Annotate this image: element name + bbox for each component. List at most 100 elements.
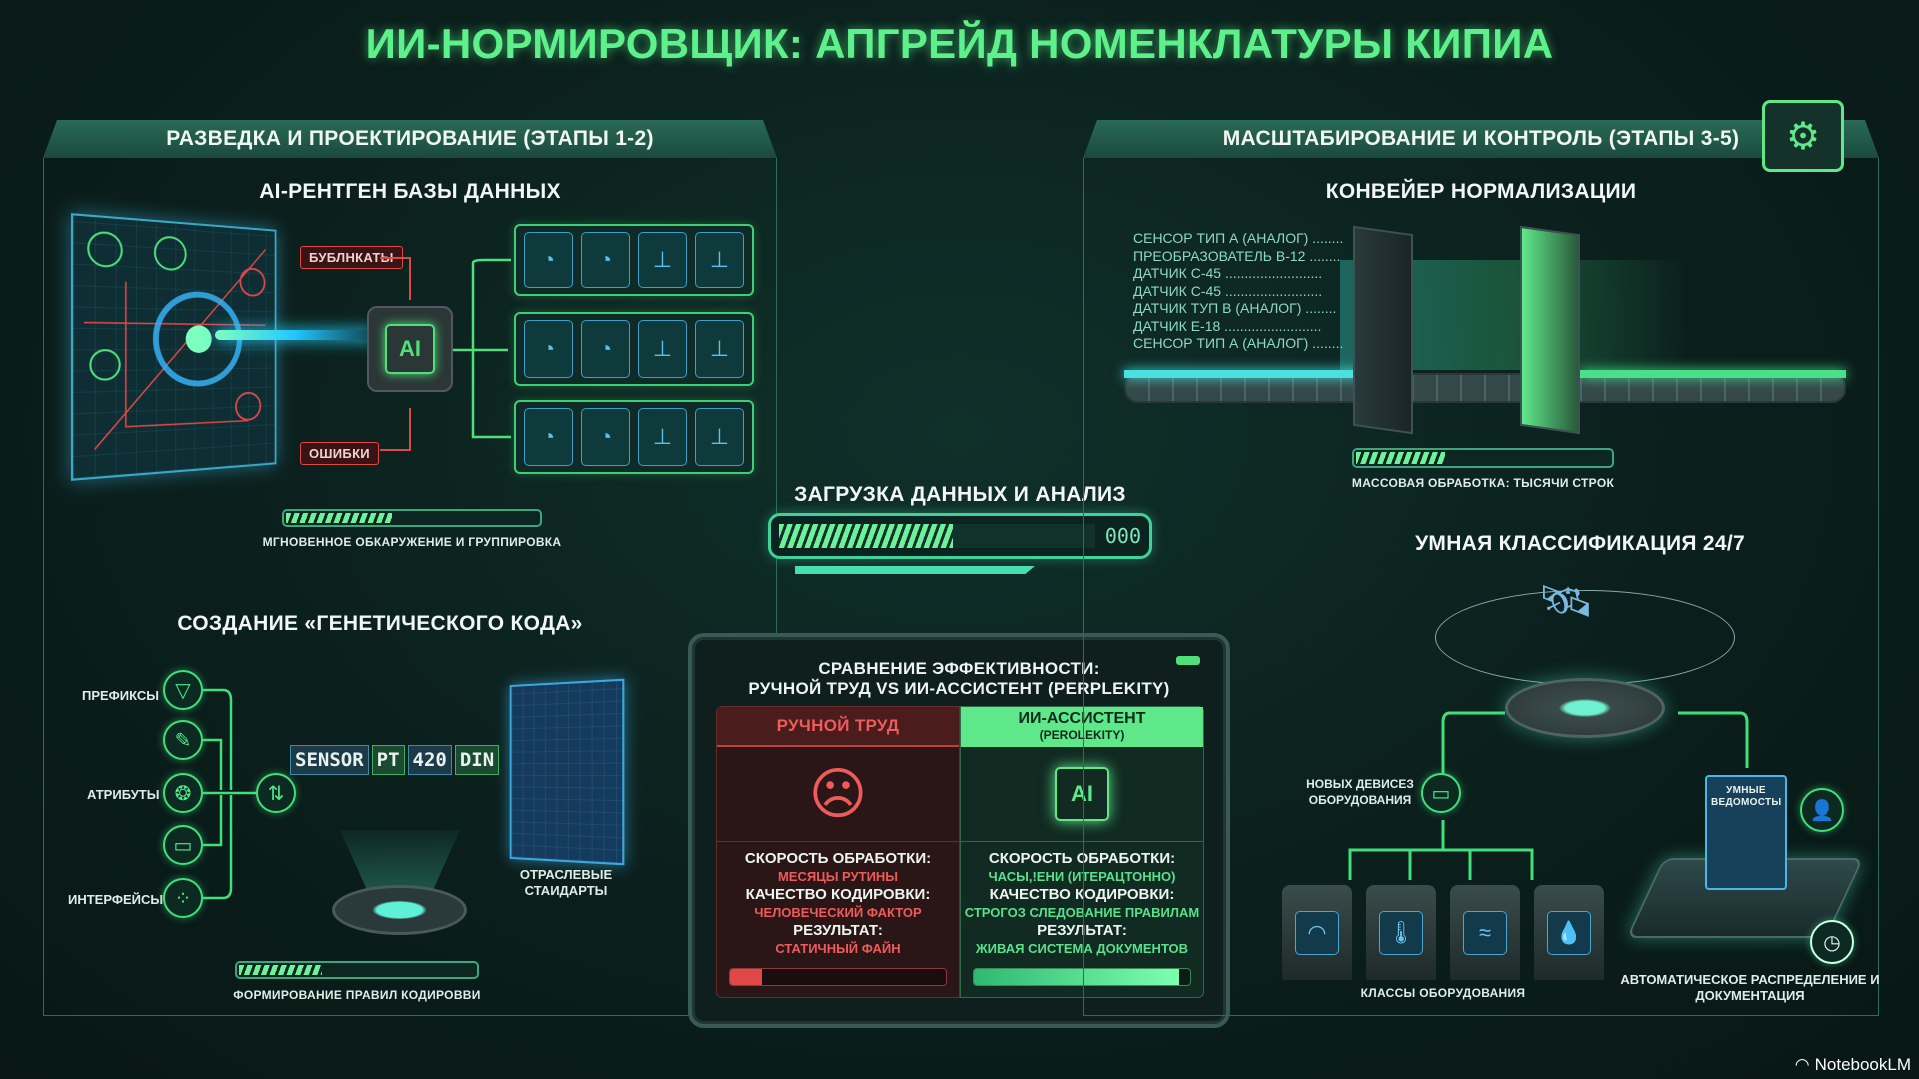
thermometer-icon: 🌡 [1379,911,1423,955]
gauge-icon: ◔ [581,408,630,466]
equipment-class-bin: ◠ [1282,885,1352,980]
code-string: SENSOR PT 420 DIN [290,745,499,775]
valve-icon: ⊥ [638,232,687,288]
code-part-type: PT [372,745,405,775]
code-part-sensor: SENSOR [290,745,369,775]
manual-progress-bar [729,968,947,986]
progress-fill [779,524,953,548]
new-devices-label: НОВЫХ ДЕВИСЕЗ ОБОРУДОВАНИЯ [1295,776,1425,808]
classification-title: УМНАЯ КЛАССИФИКАЦИЯ 24/7 [1380,532,1780,556]
ai-chip: AI [367,306,453,392]
conveyor-title: КОНВЕЙЕР НОРМАЛИЗАЦИИ [1083,180,1879,204]
manual-speed-label: СКОРОСТЬ ОБРАБОТКИ: [717,850,959,868]
speedometer-icon: ◠ [1295,911,1339,955]
filter-icon: ▽ [163,670,203,710]
left-section-header: РАЗВЕДКА И ПРОЕКТИРОВАНИЕ (ЭТАПЫ 1-2) [43,120,777,158]
scan-beam [215,330,375,340]
clock-icon: ◷ [1810,920,1854,964]
mass-processing-progress-bar [1352,448,1614,468]
raw-item: ДАТЧИК Е-18 ......................... [1133,318,1343,336]
attributes-label: АТРИБУТЫ [87,787,159,802]
gauge-icon: ◔ [524,232,573,288]
scanner-gate-2 [1520,226,1580,434]
raw-item: ДАТЧИК С-45 ......................... [1133,283,1343,301]
errors-tag: ОШИБКИ [300,442,379,465]
progress-fill [286,513,392,523]
genetic-code-title: СОЗДАНИЕ «ГЕНЕТИЧЕСКОГО КОДА» [60,612,700,636]
gauge-icon: ◔ [524,408,573,466]
data-load-accent [795,566,1035,574]
equipment-classes: ◠ 🌡 ≈ 💧 [1282,885,1604,980]
conveyor-output-glow [1580,370,1846,378]
brain-icon: ❂ [163,773,203,813]
gauge-icon: ◔ [581,232,630,288]
gauge-icon: ◔ [524,320,573,378]
manual-header: РУЧНОЙ ТРУД [717,707,959,747]
code-part-range: 420 [408,745,452,775]
xray-scan-panel [71,213,276,481]
grouped-devices: ◔◔⊥⊥ ◔◔⊥⊥ ◔◔⊥⊥ [514,224,754,474]
equipment-class-bin: 🌡 [1366,885,1436,980]
wave-icon: ≈ [1463,911,1507,955]
progress-fill [239,965,322,975]
right-section-header: МАСШТАБИРОВАНИЕ И КОНТРОЛЬ (ЭТАПЫ 3-5) [1083,120,1879,158]
manual-quality-value: ЧЕЛОВЕЧЕСКИЙ ФАКТОР [717,904,959,922]
manual-speed-value: МЕСЯЦЫ РУТИНЫ [717,868,959,886]
coding-rules-progress-bar [235,961,479,979]
standards-blueprint [510,679,625,866]
equipment-class-bin: ≈ [1450,885,1520,980]
stressed-worker-icon: ☹ [717,747,959,842]
drop-icon: 💧 [1547,911,1591,955]
equipment-classes-label: КЛАССЫ ОБОРУДОВАНИЯ [1282,986,1604,1000]
valve-icon: ⊥ [695,320,744,378]
xray-title: AI-РЕНТГЕН БАЗЫ ДАННЫХ [43,180,777,204]
distribution-label: АВТОМАТИЧЕСКОЕ РАСПРЕДЕЛЕНИЕ И ДОКУМЕНТА… [1620,972,1880,1004]
raw-item: СЕНСОР ТИП А (АНАЛОГ) ........ [1133,335,1343,353]
notebooklm-watermark: ◠NotebookLM [1795,1055,1911,1075]
monitor-icon: ▭ [1421,773,1461,813]
progress-fill [730,969,762,985]
notebooklm-logo-icon: ◠ [1795,1055,1810,1075]
raw-item: ПРЕОБРАЗОВАТЕЛЬ В-12 ........ [1133,248,1343,266]
raw-item: ДАТЧИК ТУП В (АНАЛОГ) ........ [1133,300,1343,318]
manual-result-value: СТАТИЧНЫЙ ФАЙН [717,940,959,958]
ai-chip-label: AI [385,324,435,374]
device-group-row: ◔◔⊥⊥ [514,400,754,474]
valve-icon: ⊥ [695,408,744,466]
manual-quality-label: КАЧЕСТВО КОДИРОВКИ: [717,886,959,904]
detection-progress-bar [282,509,542,527]
user-icon: 👤 [1800,788,1844,832]
gauge-icon: ◔ [581,320,630,378]
network-icon: ⁘ [163,878,203,918]
mass-processing-label: МАССОВАЯ ОБРАБОТКА: ТЫСЯЧИ СТРОК [1283,476,1683,490]
equipment-class-bin: 💧 [1534,885,1604,980]
hologram-projector [332,885,467,935]
pid-schematic-icon [73,215,275,478]
interfaces-label: ИНТЕРФЕЙСЫ [68,892,163,907]
standards-label: ОТРАСЛЕВЫЕ СТАИДАРТЫ [506,867,626,899]
manual-column: РУЧНОЙ ТРУД ☹ СКОРОСТЬ ОБРАБОТКИ: МЕСЯЦЫ… [716,706,960,998]
valve-icon: ⊥ [638,408,687,466]
detection-progress-label: МГНОВЕННОЕ ОБКАРУЖЕНИЕ И ГРУППИРОВКА [182,535,642,549]
smart-document: УМНЫЕ ВЕДОМОСТЫ [1705,775,1787,890]
raw-item: ДАТЧИК С-45 ......................... [1133,265,1343,283]
smart-document-label: УМНЫЕ ВЕДОМОСТЫ [1711,785,1781,809]
progress-fill [1356,452,1445,464]
coding-rules-progress-label: ФОРМИРОВАНИЕ ПРАВИЛ КОДИРОВВИ [155,988,559,1002]
device-group-row: ◔◔⊥⊥ [514,224,754,296]
device-group-row: ◔◔⊥⊥ [514,312,754,386]
raw-items-list: СЕНСОР ТИП А (АНАЛОГ) ........ ПРЕОБРАЗО… [1133,230,1343,353]
grouping-arrows [453,255,515,445]
main-title: ИИ-НОРМИРОВЩИК: АПГРЕЙД НОМЕНКЛАТУРЫ КИП… [0,20,1919,68]
window-icon: ▭ [163,825,203,865]
valve-icon: ⊥ [638,320,687,378]
satellite-icon: 🛰 [1538,575,1594,627]
manual-result-label: РЕЗУЛЬТАТ: [717,922,959,940]
prefixes-label: ПРЕФИКСЫ [82,688,159,703]
valve-icon: ⊥ [695,232,744,288]
code-part-standard: DIN [455,745,499,775]
merge-node-icon: ⇅ [256,773,296,813]
raw-item: СЕНСОР ТИП А (АНАЛОГ) ........ [1133,230,1343,248]
scanner-gate-1 [1353,226,1413,434]
watermark-text: NotebookLM [1815,1055,1911,1075]
